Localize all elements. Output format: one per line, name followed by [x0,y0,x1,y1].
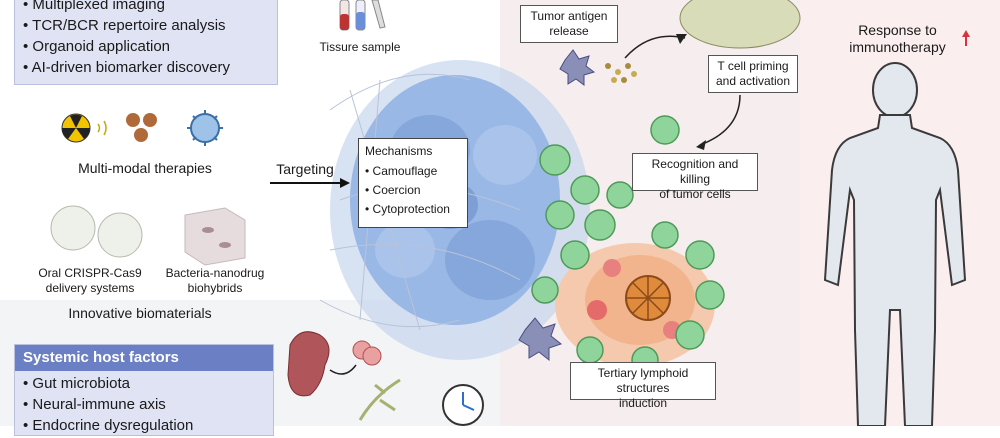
analysis-methods-panel: Multiplexed imaging TCR/BCR repertoire a… [14,0,278,85]
bullet-item: Organoid application [23,36,269,57]
recognition-killing-box: Recognition and killing of tumor cells [632,153,758,201]
nanoparticles-icon [126,113,157,142]
mechanism-item: Cytoprotection [365,200,461,219]
response-to-immunotherapy-label: Response to immunotherapy [835,22,960,56]
bullet-item: Gut microbiota [23,373,265,394]
biomaterials-label: Innovative biomaterials [68,305,212,321]
bacteria-cube-icon [184,207,246,266]
petri-dish-icon [50,205,143,258]
radiation-icon [61,113,91,143]
targeting-label: Targeting [276,161,334,177]
priming-line1: T cell priming [717,59,789,73]
recognition-line1: Recognition and killing [651,157,739,186]
antigen-line2: release [549,24,589,38]
virus-icon [187,110,223,146]
lymph-node [679,0,801,49]
bullet-item: AI-driven biomarker discovery [23,57,269,78]
systemic-panel-title: Systemic host factors [15,345,273,371]
up-arrow-icon [962,30,970,37]
recognition-line2: of tumor cells [659,187,731,201]
antigen-particles [605,63,637,83]
bacteria-label-line1: Bacteria-nanodrug [165,266,265,280]
targeting-arrow-head-icon [340,178,350,188]
mechanism-item: Coercion [365,181,461,200]
bullet-item: Neural-immune axis [23,394,265,415]
tissue-sample-label: Tissure sample [319,40,401,54]
crispr-label-line2: delivery systems [45,281,135,295]
crispr-label-line1: Oral CRISPR-Cas9 [38,266,142,280]
tls-induction-box: Tertiary lymphoid structures induction [570,362,716,410]
tumor-antigen-release-box: Tumor antigen release [520,5,618,43]
bullet-item: Multiplexed imaging [23,0,269,15]
gut-arrow [329,364,357,375]
dendritic-cells [518,49,596,362]
t-cell-priming-box: T cell priming and activation [708,55,798,93]
nerve-icon [358,378,401,421]
intestine-icon [352,340,382,366]
tissue-tubes-icon [339,0,386,31]
response-line2: immunotherapy [849,39,946,55]
tls-line1: Tertiary lymphoid structures [597,366,689,395]
mechanism-item: Camouflage [365,162,461,181]
arrow-head-icon [676,34,687,44]
multimodal-therapies-label: Multi-modal therapies [78,160,212,176]
mechanisms-title: Mechanisms [365,144,433,158]
wave-icon [97,120,107,136]
response-line1: Response to [858,22,937,38]
clock-icon [442,384,484,426]
tls-region [555,243,715,367]
arrow-head-icon [696,140,706,150]
human-silhouette-icon [823,62,967,426]
bacteria-nanodrug-label: Bacteria-nanodrug biohybrids [150,266,280,296]
bacteria-label-line2: biohybrids [187,281,243,295]
tls-center-icon [626,276,670,320]
systemic-host-factors-panel: Systemic host factors Gut microbiota Neu… [14,344,274,436]
tls-line2: induction [618,396,668,410]
bullet-item: TCR/BCR repertoire analysis [23,15,269,36]
mechanisms-box: Mechanisms Camouflage Coercion Cytoprote… [358,138,468,228]
priming-line2: and activation [715,74,791,88]
kidney-icon [287,331,330,397]
antigen-line1: Tumor antigen [530,9,608,23]
crispr-label: Oral CRISPR-Cas9 delivery systems [20,266,160,296]
